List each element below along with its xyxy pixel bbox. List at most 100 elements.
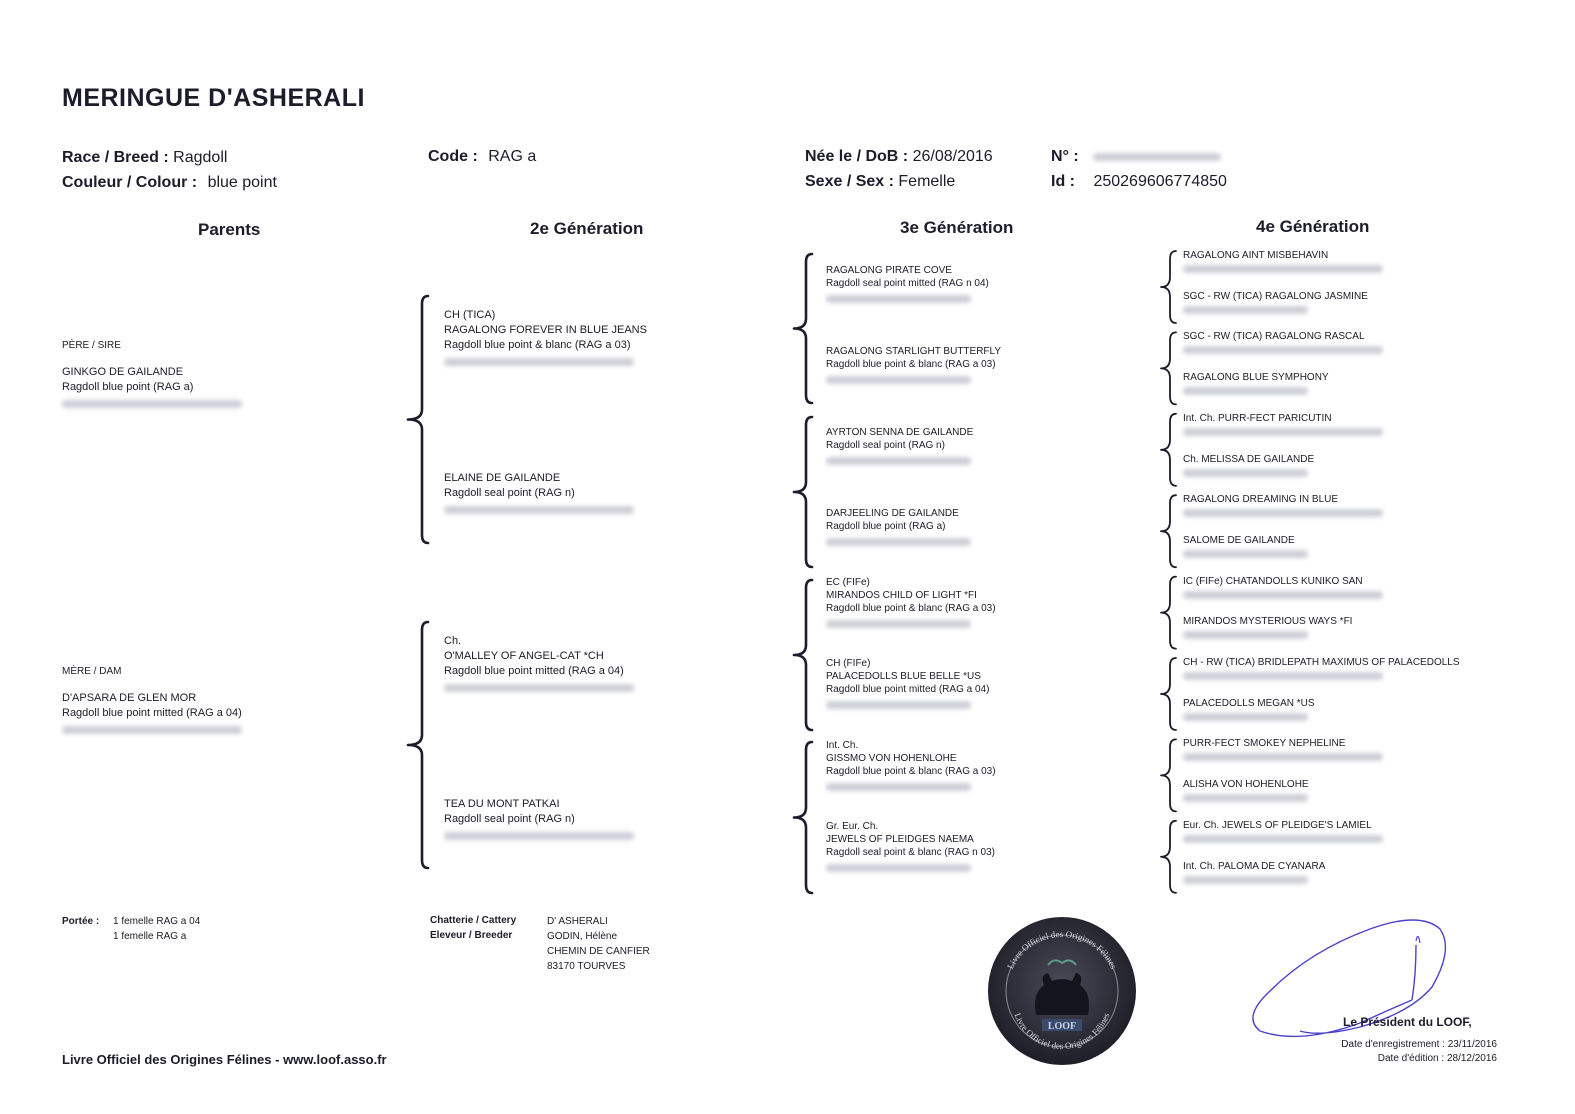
president-signature: [1252, 919, 1447, 1038]
sex-row: Sexe / Sex : Femelle: [805, 173, 955, 191]
gen4-entry-name: PALACEDOLLS MEGAN *US: [1183, 697, 1315, 709]
gen4-entry-redacted: [1183, 712, 1308, 721]
bracket-line: [1160, 657, 1177, 731]
entry-name: RAGALONG FOREVER IN BLUE JEANS: [444, 324, 647, 336]
entry-name: RAGALONG STARLIGHT BUTTERFLY: [826, 346, 1002, 357]
gen4-entry: RAGALONG DREAMING IN BLUE: [1183, 493, 1383, 521]
entry-desc: Ragdoll blue point & blanc (RAG a 03): [826, 766, 996, 777]
cattery-name: D' ASHERALI: [547, 916, 608, 927]
dob-row: Née le / DoB : 26/08/2016: [805, 148, 993, 166]
gen4-entry-name: Eur. Ch. JEWELS OF PLEIDGE'S LAMIEL: [1183, 819, 1372, 831]
gen4-entry: Ch. MELISSA DE GAILANDE: [1183, 453, 1314, 481]
entry-desc: Ragdoll blue point & blanc (RAG a 03): [444, 339, 631, 351]
entry-redacted: [826, 295, 971, 303]
entry-desc: Ragdoll blue point (RAG a): [826, 521, 946, 532]
gen4-entry-redacted: [1183, 509, 1383, 518]
gen4-entry-name: RAGALONG AINT MISBEHAVIN: [1183, 250, 1329, 261]
sire-label: PÈRE / SIRE: [62, 340, 121, 351]
entry-redacted: [444, 684, 634, 692]
gen4-entry: PURR-FECT SMOKEY NEPHELINE: [1183, 737, 1383, 765]
code-row: Code : RAG a: [428, 148, 536, 166]
gen4-entry-name: IC (FIFe) CHATANDOLLS KUNIKO SAN: [1183, 575, 1363, 587]
entry-redacted: [444, 832, 634, 840]
litter-line-1: 1 femelle RAG a 04: [113, 916, 201, 927]
registration-dates: Date d'enregistrement : 23/11/2016 Date …: [1341, 1038, 1497, 1066]
sire-redacted: [62, 400, 242, 408]
entry-desc: Ragdoll blue point & blanc (RAG a 03): [826, 359, 996, 370]
sex-label: Sexe / Sex :: [805, 173, 894, 190]
entry-name: MIRANDOS CHILD OF LIGHT *FI: [826, 590, 977, 601]
dam-name: D'APSARA DE GLEN MOR: [62, 692, 197, 704]
gen4-entry-redacted: [1183, 427, 1383, 436]
sire-block: PÈRE / SIRE GINKGO DE GAILANDE Ragdoll b…: [62, 340, 242, 413]
gen4-entry-redacted: [1183, 875, 1308, 884]
breeder-city: 83170 TOURVES: [547, 961, 626, 972]
col-gen4-heading: 4e Génération: [1256, 217, 1370, 236]
gen4-entry-redacted: [1183, 672, 1383, 680]
gen4-entry: MIRANDOS MYSTERIOUS WAYS *FI: [1183, 615, 1352, 643]
entry-redacted: [826, 620, 971, 628]
col-parents-heading: Parents: [198, 220, 261, 239]
entry-redacted: [826, 457, 971, 465]
entry-title: Gr. Eur. Ch.: [826, 821, 879, 832]
entry-name: AYRTON SENNA DE GAILANDE: [826, 427, 974, 438]
footer-text: Livre Officiel des Origines Félines - ww…: [62, 1052, 387, 1067]
entry-redacted: [826, 864, 971, 872]
dob-value: 26/08/2016: [912, 148, 993, 165]
gen4-entry: IC (FIFe) CHATANDOLLS KUNIKO SAN: [1183, 575, 1383, 603]
gen4-entry-name: SGC - RW (TICA) RAGALONG RASCAL: [1183, 331, 1365, 343]
pedigree-entry: RAGALONG STARLIGHT BUTTERFLY Ragdoll blue…: [826, 345, 1001, 388]
gen4-entry-name: CH - RW (TICA) BRIDLEPATH MAXIMUS OF PAL…: [1183, 657, 1460, 668]
breeder-street: CHEMIN DE CANFIER: [547, 946, 650, 957]
entry-name: O'MALLEY OF ANGEL-CAT *CH: [444, 650, 604, 662]
loof-seal-stamp: Livre Officiel des Origines Félines Livr…: [988, 917, 1136, 1065]
entry-name: TEA DU MONT PATKAI: [444, 798, 560, 810]
dam-desc: Ragdoll blue point mitted (RAG a 04): [62, 707, 242, 719]
gen4-entry-redacted: [1183, 468, 1308, 477]
entry-desc: Ragdoll blue point mitted (RAG a 04): [826, 684, 990, 695]
seal-logo-box: [1042, 1019, 1082, 1031]
entry-name: GISSMO VON HOHENLOHE: [826, 753, 957, 764]
bracket-line: [406, 294, 430, 545]
colour-row: Couleur / Colour : blue point: [62, 174, 277, 192]
gen4-entry: Int. Ch. PALOMA DE CYANARA: [1183, 860, 1325, 888]
entry-desc: Ragdoll seal point mitted (RAG n 04): [826, 278, 989, 289]
gen4-entry: CH - RW (TICA) BRIDLEPATH MAXIMUS OF PAL…: [1183, 656, 1460, 684]
gen4-entry-name: ALISHA VON HOHENLOHE: [1183, 779, 1309, 791]
bracket-line: [1160, 494, 1177, 569]
gen4-entry: PALACEDOLLS MEGAN *US: [1183, 697, 1315, 725]
gen4-entry: ALISHA VON HOHENLOHE: [1183, 778, 1309, 806]
gen4-entry-name: RAGALONG BLUE SYMPHONY: [1183, 372, 1329, 384]
colour-value: blue point: [207, 174, 277, 191]
bracket-line: [792, 578, 814, 732]
registration-date: Date d'enregistrement : 23/11/2016: [1341, 1039, 1497, 1050]
entry-redacted: [826, 376, 971, 384]
cat-name: MERINGUE D'ASHERALI: [62, 84, 365, 112]
sire-desc: Ragdoll blue point (RAG a): [62, 381, 194, 393]
entry-title: Int. Ch.: [826, 740, 859, 751]
breed-label: Race / Breed :: [62, 149, 169, 166]
gen4-entry: SGC - RW (TICA) RAGALONG RASCAL: [1183, 330, 1383, 358]
gen4-entry-redacted: [1183, 346, 1383, 355]
entry-redacted: [826, 701, 971, 709]
entry-title: Ch.: [444, 635, 462, 647]
edition-date: Date d'édition : 28/12/2016: [1377, 1053, 1497, 1064]
entry-redacted: [444, 506, 634, 514]
entry-redacted: [826, 783, 971, 791]
bracket-line: [792, 252, 814, 405]
col-gen2-heading: 2e Génération: [530, 219, 644, 238]
gen4-entry-redacted: [1183, 631, 1308, 640]
number-row: N° :: [1051, 148, 1222, 166]
col-gen3-heading: 3e Génération: [900, 218, 1014, 237]
cattery-label: Chatterie / Cattery: [430, 915, 517, 926]
gen4-entry: SGC - RW (TICA) RAGALONG JASMINE: [1183, 290, 1368, 318]
colour-label: Couleur / Colour :: [62, 174, 198, 191]
dam-block: MÈRE / DAM D'APSARA DE GLEN MOR Ragdoll …: [62, 666, 242, 739]
